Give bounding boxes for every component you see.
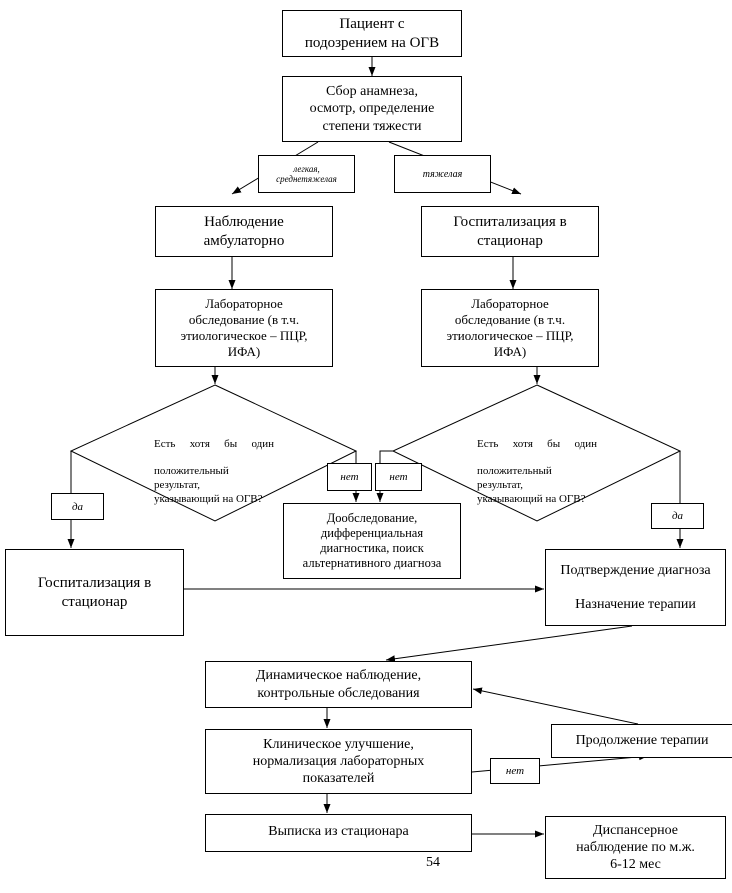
node-start: Пациент с подозрением на ОГВ [282, 10, 462, 57]
label-mild: легкая, среднетяжелая [258, 155, 355, 193]
arrow-confirm-dynamic [385, 625, 633, 663]
node-continue-therapy: Продолжение терапии [551, 724, 732, 758]
label-severe: тяжелая [394, 155, 491, 193]
label-yes-right: да [651, 503, 704, 529]
node-extra-examination: Дообследование, дифференциальная диагнос… [283, 503, 461, 579]
node-lab-left: Лабораторное обследование (в т.ч. этиоло… [155, 289, 333, 367]
page-number: 54 [426, 855, 440, 870]
node-outpatient: Наблюдение амбулаторно [155, 206, 333, 257]
node-dynamic-observation: Динамическое наблюдение, контрольные обс… [205, 661, 472, 708]
label-no-bottom: нет [490, 758, 540, 784]
node-hospitalization-left: Госпитализация в стационар [5, 549, 184, 636]
node-hospitalization-right: Госпитализация в стационар [421, 206, 599, 257]
node-clinical-improvement: Клиническое улучшение, нормализация лабо… [205, 729, 472, 794]
decision-text-left: Есть хотя бы один положительный результа… [154, 437, 274, 505]
label-no-right: нет [375, 463, 422, 491]
node-discharge: Выписка из стационара [205, 814, 472, 852]
arrow-continue-dynamic [472, 687, 639, 725]
node-anamnesis: Сбор анамнеза, осмотр, определение степе… [282, 76, 462, 142]
node-lab-right: Лабораторное обследование (в т.ч. этиоло… [421, 289, 599, 367]
label-yes-left: да [51, 493, 104, 520]
decision-diamond-left [69, 384, 358, 522]
decision-text-right: Есть хотя бы один положительный результа… [477, 437, 597, 505]
label-no-left: нет [327, 463, 372, 491]
decision-diamond-right [391, 384, 682, 522]
node-dispensary-observation: Диспансерное наблюдение по м.ж. 6-12 мес [545, 816, 726, 879]
node-confirm-diagnosis: Подтверждение диагноза Назначение терапи… [545, 549, 726, 626]
